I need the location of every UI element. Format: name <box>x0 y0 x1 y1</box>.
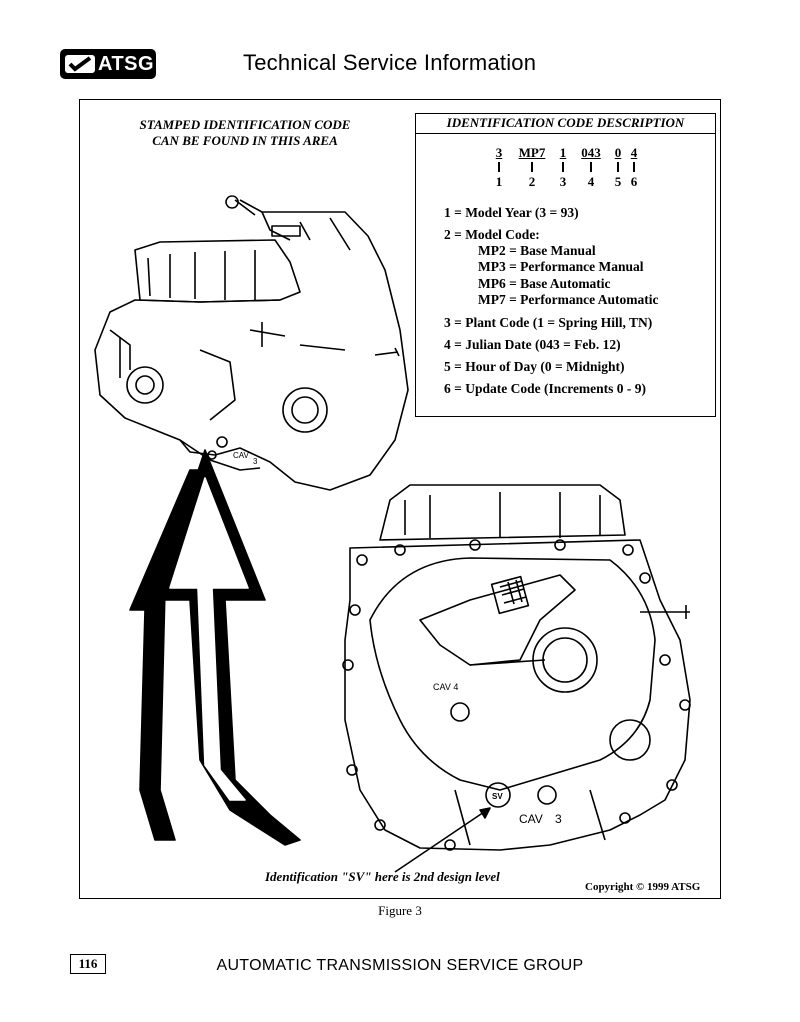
page-title: Technical Service Information <box>243 50 537 75</box>
code-tick <box>617 162 619 172</box>
id-code-box <box>415 113 716 417</box>
code-desc-line: 2 = Model Code: <box>444 227 540 242</box>
sv-design-note: Identification "SV" here is 2nd design l… <box>265 869 500 884</box>
code-index: 6 <box>630 174 638 189</box>
stamp-location-note: STAMPED IDENTIFICATION CODE CAN BE FOUND… <box>110 117 380 149</box>
figure-caption: Figure 3 <box>378 903 422 918</box>
sv-stamp-label: SV <box>492 792 503 801</box>
checkmark-icon <box>64 53 96 75</box>
lower-transmission-drawing <box>342 484 691 851</box>
footer-org: AUTOMATIC TRANSMISSION SERVICE GROUP <box>216 957 584 974</box>
code-part: 0 <box>614 145 622 160</box>
cav-label: CAV 4 <box>433 682 458 692</box>
pointer-line <box>394 807 491 873</box>
code-desc-subline: MP3 = Performance Manual <box>478 259 644 274</box>
arrow-icon <box>129 449 301 846</box>
cav-label: 3 <box>253 457 258 466</box>
code-desc-line: 3 = Plant Code (1 = Spring Hill, TN) <box>444 315 653 330</box>
atsg-logo: ATSG <box>60 49 156 79</box>
stamp-note-line: CAN BE FOUND IN THIS AREA <box>152 133 338 148</box>
stamp-note-line: STAMPED IDENTIFICATION CODE <box>139 117 351 132</box>
code-desc-line: 5 = Hour of Day (0 = Midnight) <box>444 359 625 374</box>
page-number: 116 <box>70 954 106 974</box>
figure-frame <box>79 99 721 899</box>
code-part: 1 <box>559 145 567 160</box>
cav-label: CAV <box>233 451 250 460</box>
code-tick <box>590 162 592 172</box>
code-tick <box>531 162 533 172</box>
code-part: 3 <box>495 145 503 160</box>
copyright: Copyright © 1999 ATSG <box>585 881 701 893</box>
code-index: 5 <box>614 174 622 189</box>
code-desc-line: 4 = Julian Date (043 = Feb. 12) <box>444 337 621 352</box>
cav-label: 3 <box>555 812 562 826</box>
code-part: 4 <box>630 145 638 160</box>
code-part: 043 <box>581 145 601 160</box>
logo-text: ATSG <box>98 52 155 75</box>
code-index: 1 <box>495 174 503 189</box>
code-desc-line: 1 = Model Year (3 = 93) <box>444 205 579 220</box>
upper-transmission-drawing <box>94 195 409 491</box>
code-desc-subline: MP2 = Base Manual <box>478 243 596 258</box>
pointer-arrowhead <box>479 807 491 819</box>
code-index: 3 <box>559 174 567 189</box>
code-tick <box>562 162 564 172</box>
cav-label: CAV <box>519 812 543 826</box>
transmission-illustration: CAV 3 CAV 4 CAV 3 SV <box>94 195 691 873</box>
code-part: MP7 <box>518 145 546 160</box>
code-index: 2 <box>528 174 536 189</box>
code-desc-line: 6 = Update Code (Increments 0 - 9) <box>444 381 647 396</box>
code-desc-subline: MP6 = Base Automatic <box>478 276 611 291</box>
code-tick <box>498 162 500 172</box>
code-desc-subline: MP7 = Performance Automatic <box>478 292 659 307</box>
code-tick <box>633 162 635 172</box>
id-code-title: IDENTIFICATION CODE DESCRIPTION <box>415 113 716 134</box>
code-index: 4 <box>587 174 595 189</box>
